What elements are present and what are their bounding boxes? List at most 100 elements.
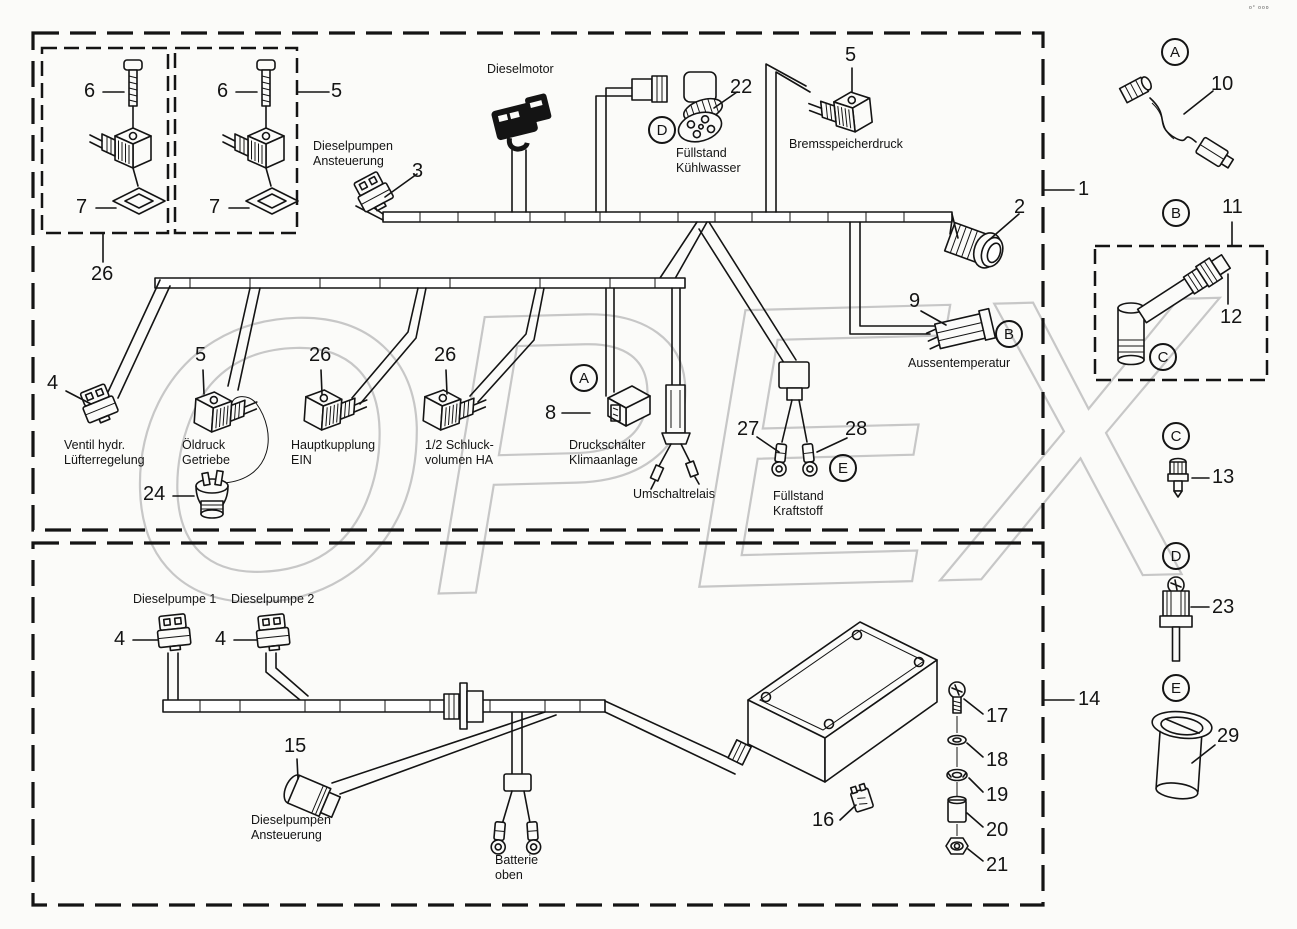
aussentemperatur-branch [849, 221, 997, 350]
ref-circle-B2: B [995, 320, 1023, 348]
kit-box-1-parts [89, 59, 166, 215]
kit-box-1 [40, 46, 170, 235]
callout-5a: 5 [331, 80, 343, 102]
part-13 [1167, 457, 1189, 498]
callout-28: 28 [845, 418, 868, 440]
callout-29: 29 [1217, 725, 1240, 747]
label-dieselpumpe-2: Dieselpumpe 2 [231, 592, 315, 606]
upper-trunk [355, 199, 953, 223]
callout-15: 15 [284, 735, 307, 757]
dieselpumpe-connectors [155, 612, 309, 701]
ref-circle-C2: C [1149, 343, 1177, 371]
label-umschaltrelais: Umschaltrelais [633, 487, 715, 501]
kraftstoff-branch [698, 221, 819, 478]
label-dieselpumpen-ansteuerung-top: Dieselpumpen Ansteuerung [313, 139, 393, 168]
bulkhead-fitting [443, 682, 484, 730]
callout-21: 21 [986, 854, 1009, 876]
part-10 [1118, 76, 1235, 169]
callout-5c: 5 [195, 344, 207, 366]
callout-4b: 4 [114, 628, 126, 650]
kuehlwasser-branch [595, 71, 724, 213]
top-harness-frame [31, 31, 1045, 532]
callout-16: 16 [812, 809, 835, 831]
callout-11: 11 [1222, 196, 1243, 218]
ref-circle-E: E [1162, 674, 1190, 702]
part-12 [1117, 254, 1232, 366]
callout-2: 2 [1014, 196, 1026, 218]
label-bremsspeicherdruck: Bremsspeicherdruck [789, 137, 903, 151]
callout-4c: 4 [215, 628, 227, 650]
callout-12: 12 [1220, 306, 1243, 328]
callout-24: 24 [143, 483, 166, 505]
callout-1: 1 [1078, 178, 1090, 200]
dieselmotor-connector [491, 93, 552, 213]
label-fuellstand-kraftstoff: Füllstand Kraftstoff [773, 489, 824, 518]
label-dieselpumpe-1: Dieselpumpe 1 [133, 592, 217, 606]
callout-14: 14 [1078, 688, 1101, 710]
control-box [727, 621, 938, 783]
callout-23: 23 [1212, 596, 1235, 618]
label-oeldruck-getriebe: Öldruck Getriebe [182, 438, 230, 467]
druckschalter-branch [605, 287, 651, 427]
callout-9: 9 [909, 290, 921, 312]
bottom-harness-frame [31, 541, 1045, 907]
label-dieselpumpen-ansteuerung-bottom: Dieselpumpen Ansteuerung [251, 813, 331, 842]
label-schluckvolumen-ha: 1/2 Schluck- volumen HA [425, 438, 494, 467]
callout-26c: 26 [434, 344, 457, 366]
ref-circle-E2: E [829, 454, 857, 482]
leader-lines [65, 67, 1233, 862]
callout-22: 22 [730, 76, 753, 98]
connector-3 [350, 169, 397, 217]
label-batterie-oben: Batterie oben [495, 853, 539, 882]
schluckvolumen-branch [421, 287, 545, 434]
callout-27: 27 [737, 418, 760, 440]
kit-box-2-parts [222, 59, 299, 215]
callout-26b: 26 [309, 344, 332, 366]
label-dieselmotor: Dieselmotor [487, 62, 554, 76]
callout-8: 8 [545, 402, 557, 424]
callout-5b: 5 [845, 44, 857, 66]
connector-2-leads [949, 213, 959, 239]
callout-7b: 7 [209, 196, 221, 218]
ref-circle-C: C [1162, 422, 1190, 450]
fuse-16 [849, 782, 874, 813]
callout-6a: 6 [84, 80, 96, 102]
oeldruck-branch [192, 287, 261, 436]
callout-7a: 7 [76, 196, 88, 218]
corner-print-mark: o° ooo [1249, 5, 1270, 11]
label-hauptkupplung-ein: Hauptkupplung EIN [291, 438, 376, 467]
label-fuellstand-kuehlwasser: Füllstand Kühlwasser [676, 146, 741, 175]
callout-3: 3 [412, 160, 424, 182]
ref-circle-D2: D [648, 116, 676, 144]
label-druckschalter-klimaanlage: Druckschalter Klimaanlage [569, 438, 646, 467]
callout-13: 13 [1212, 466, 1235, 488]
callout-17: 17 [986, 705, 1009, 727]
ref-circle-A2: A [570, 364, 598, 392]
callout-4a: 4 [47, 372, 59, 394]
ref-circle-D: D [1162, 542, 1190, 570]
callout-10: 10 [1211, 73, 1234, 95]
bremsspeicher-branch [765, 63, 874, 213]
ref-circle-B: B [1162, 199, 1190, 227]
part-23 [1159, 576, 1193, 662]
connector-2 [943, 221, 1004, 269]
battery-branch [489, 711, 542, 856]
hardware-column [945, 681, 969, 855]
label-ventil-hydr-luefterregelung: Ventil hydr. Lüfterregelung [64, 438, 145, 467]
callout-6b: 6 [217, 80, 229, 102]
label-aussentemperatur: Aussentemperatur [908, 356, 1011, 370]
callout-19: 19 [986, 784, 1009, 806]
lower-trunk [154, 221, 708, 289]
cable-15 [283, 711, 557, 819]
ref-circle-A: A [1161, 38, 1189, 66]
callout-26a: 26 [91, 263, 114, 285]
callout-18: 18 [986, 749, 1009, 771]
bottom-trunk [162, 699, 743, 775]
callout-20: 20 [986, 819, 1009, 841]
ventil-branch [76, 279, 171, 428]
part-24 [195, 396, 269, 519]
umschaltrelais-branch [649, 287, 700, 490]
part-29 [1151, 710, 1213, 800]
